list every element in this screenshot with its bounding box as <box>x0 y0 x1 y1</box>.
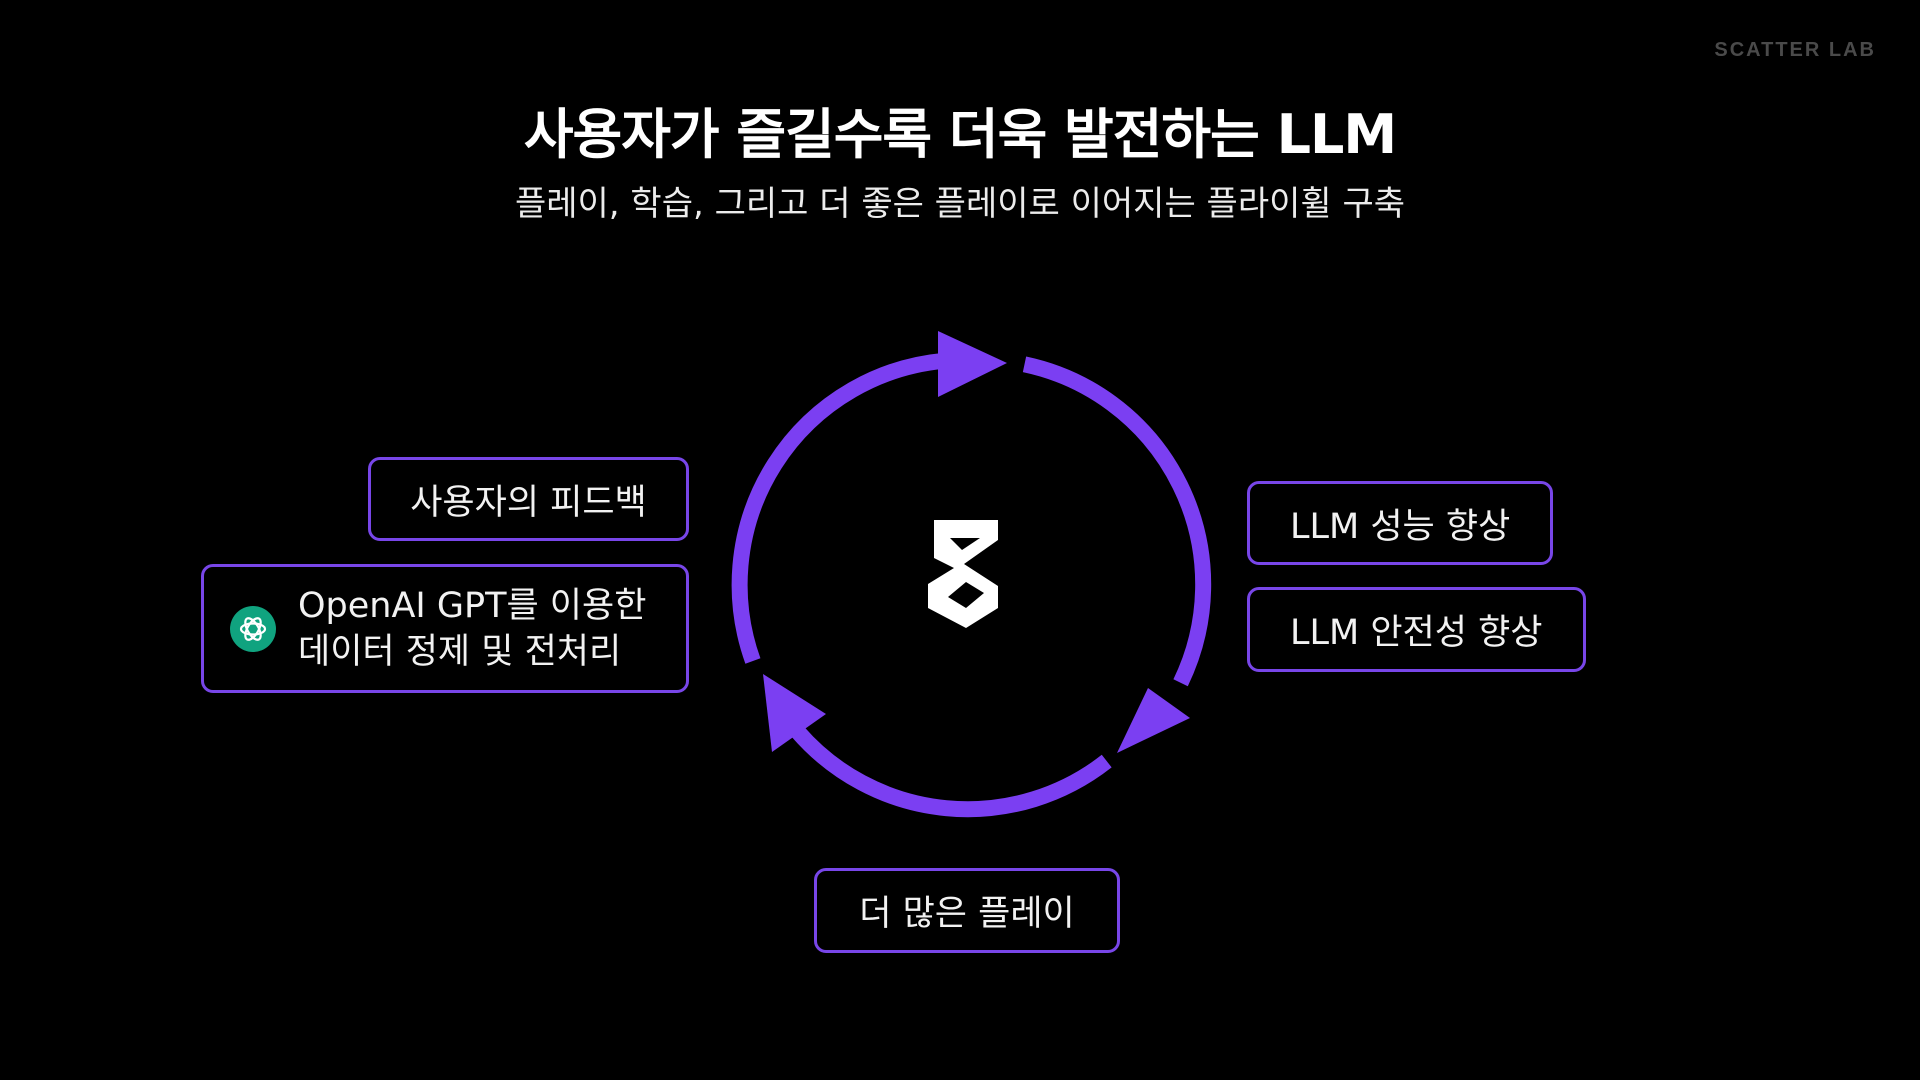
llm-safety-label: LLM 안전성 향상 <box>1290 613 1543 653</box>
arrow-head-right <box>1117 688 1190 753</box>
more-play-label: 더 많은 플레이 <box>859 894 1075 934</box>
gpt-line-1: OpenAI GPT를 이용한 <box>298 585 647 626</box>
llm-performance-label: LLM 성능 향상 <box>1290 506 1511 547</box>
arrow-head-left <box>763 674 826 752</box>
gpt-line-2: 데이터 정제 및 전처리 <box>298 631 622 672</box>
arrow-arc-top-right <box>1022 356 1212 687</box>
openai-icon <box>230 605 276 652</box>
more-play-box: 더 많은 플레이 <box>814 868 1120 953</box>
arrow-arc-left <box>731 352 945 664</box>
page-title: 사용자가 즐길수록 더욱 발전하는 LLM <box>523 103 1397 166</box>
arrow-arc-bottom <box>791 726 1112 818</box>
gpt-preprocessing-box: OpenAI GPT를 이용한 데이터 정제 및 전처리 <box>201 564 689 693</box>
llm-performance-box: LLM 성능 향상 <box>1247 481 1553 565</box>
llm-safety-box: LLM 안전성 향상 <box>1247 587 1586 672</box>
brand-logo-text: SCATTER LAB <box>1714 39 1876 61</box>
openai-knot-glyph <box>239 616 267 641</box>
user-feedback-label: 사용자의 피드백 <box>410 482 647 523</box>
user-feedback-box: 사용자의 피드백 <box>368 457 689 541</box>
page-subtitle: 플레이, 학습, 그리고 더 좋은 플레이로 이어지는 플라이휠 구축 <box>514 184 1406 224</box>
zeta-logo-icon <box>928 520 998 628</box>
arrow-head-top <box>938 331 1007 397</box>
